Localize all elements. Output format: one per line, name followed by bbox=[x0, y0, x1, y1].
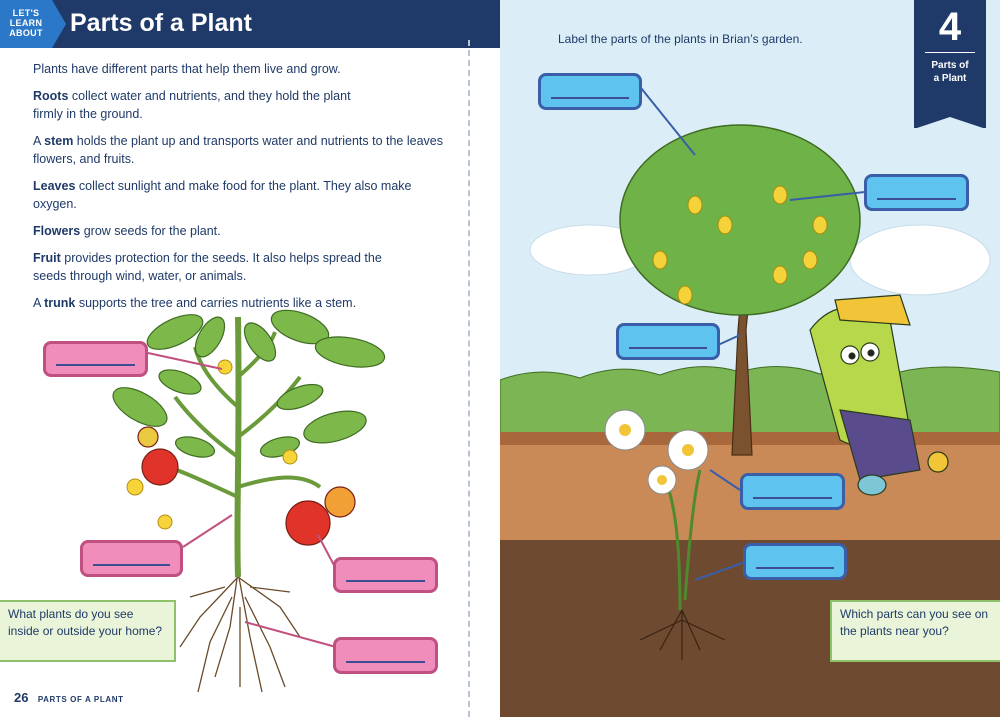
page-footer: 26 PARTS OF A PLANT bbox=[14, 690, 124, 705]
label-box-flower[interactable] bbox=[43, 341, 148, 377]
intro-text: Plants have different parts that help th… bbox=[33, 62, 341, 76]
definitions-text: Plants have different parts that help th… bbox=[33, 60, 453, 321]
right-page: Label the parts of the plants in Brian’s… bbox=[500, 0, 1000, 717]
label-box-fruit-tree[interactable] bbox=[864, 174, 969, 211]
label-box-stem[interactable] bbox=[80, 540, 183, 577]
label-box-stem-daisy[interactable] bbox=[740, 473, 845, 510]
instruction-text: Label the parts of the plants in Brian’s… bbox=[558, 32, 803, 46]
right-question-callout: Which parts can you see on the plants ne… bbox=[830, 600, 1000, 662]
page-title: Parts of a Plant bbox=[70, 9, 252, 37]
page-number: 26 bbox=[14, 690, 29, 705]
label-box-fruit[interactable] bbox=[333, 557, 438, 593]
definition-leaves: Leaves collect sunlight and make food fo… bbox=[33, 179, 412, 211]
label-box-roots[interactable] bbox=[333, 637, 438, 674]
label-box-trunk[interactable] bbox=[616, 323, 720, 360]
page-divider bbox=[468, 40, 470, 717]
footer-section: PARTS OF A PLANT bbox=[37, 695, 124, 704]
definition-flowers: Flowers grow seeds for the plant. bbox=[33, 224, 221, 238]
lets-learn-badge: LET'S LEARN ABOUT bbox=[0, 0, 66, 48]
chapter-number: 4 bbox=[938, 5, 962, 49]
left-question-callout: What plants do you see inside or outside… bbox=[0, 600, 176, 662]
definition-trunk: A trunk supports the tree and carries nu… bbox=[33, 296, 357, 310]
header-bar bbox=[0, 0, 500, 48]
chapter-name: Parts of a Plant bbox=[931, 60, 969, 84]
definition-stem: A stem holds the plant up and transports… bbox=[33, 134, 443, 166]
tomato-plant-illustration bbox=[112, 309, 386, 693]
label-box-roots-daisy[interactable] bbox=[743, 543, 847, 580]
chapter-ribbon: 4 Parts of a Plant bbox=[914, 0, 986, 129]
definition-fruit: Fruit provides protection for the seeds.… bbox=[33, 251, 382, 283]
left-page: LET'S LEARN ABOUT Parts of a Plant Plant… bbox=[0, 0, 500, 717]
definition-roots: Roots collect water and nutrients, and t… bbox=[33, 89, 351, 121]
label-box-leaves[interactable] bbox=[538, 73, 642, 110]
